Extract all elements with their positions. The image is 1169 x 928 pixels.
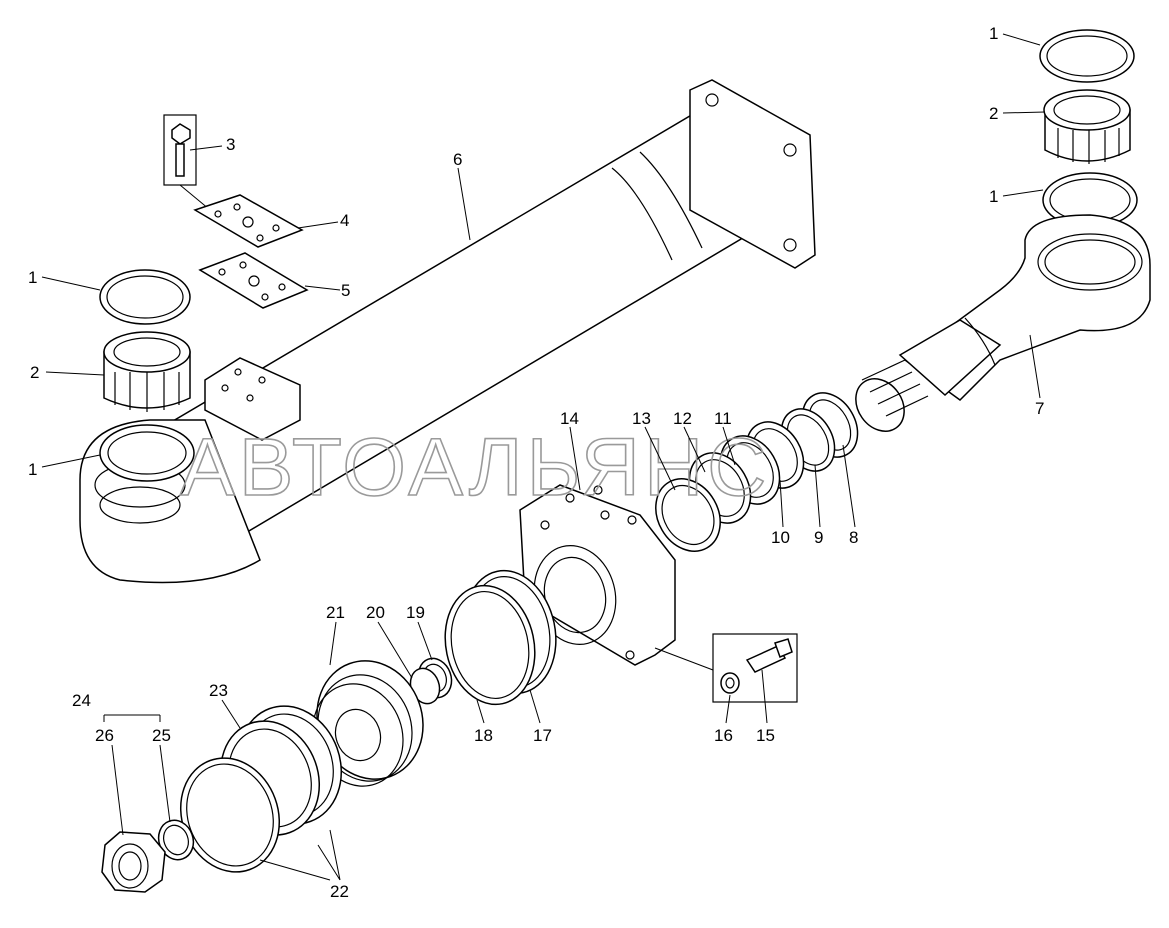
callout-10: 10 <box>771 528 790 547</box>
bearing-2-left <box>103 331 191 412</box>
callout-20: 20 <box>366 603 385 622</box>
piston-rod <box>855 214 1151 432</box>
piston <box>312 660 424 787</box>
callout-23: 23 <box>209 681 228 700</box>
callout-1: 1 <box>989 187 998 206</box>
callout-12: 12 <box>673 409 692 428</box>
bearing-2-right <box>1043 89 1131 164</box>
callout-1: 1 <box>28 460 37 479</box>
callout-11: 11 <box>714 409 732 428</box>
gland-housing <box>519 484 676 666</box>
callout-6: 6 <box>453 150 462 169</box>
callout-1: 1 <box>989 24 998 43</box>
callout-2: 2 <box>30 363 39 382</box>
callout-7: 7 <box>1035 399 1044 418</box>
leader-lines <box>41 33 1046 881</box>
callout-4: 4 <box>340 211 349 230</box>
ring-1-right-top <box>1039 29 1135 83</box>
callout-16: 16 <box>714 726 733 745</box>
watermark: АВТОАЛЬЯНС <box>180 422 770 513</box>
callout-1: 1 <box>28 268 37 287</box>
callout-5: 5 <box>341 281 350 300</box>
callout-22: 22 <box>330 882 349 901</box>
callout-14: 14 <box>560 409 579 428</box>
callout-13: 13 <box>632 409 651 428</box>
callout-26: 26 <box>95 726 114 745</box>
plate-4 <box>193 194 304 248</box>
ring-18 <box>444 584 536 706</box>
callout-21: 21 <box>326 603 345 622</box>
ring-1-left-bottom <box>99 424 195 482</box>
callout-24: 24 <box>72 691 91 710</box>
callout-labels: 1 2 1 3 4 5 6 1 2 1 7 14 13 12 11 10 9 8… <box>28 24 1044 901</box>
seal-13 <box>655 478 721 552</box>
callout-25: 25 <box>152 726 171 745</box>
callout-17: 17 <box>533 726 552 745</box>
callout-9: 9 <box>814 528 823 547</box>
ring-1-left-top <box>99 269 191 325</box>
callout-2: 2 <box>989 104 998 123</box>
plate-5 <box>198 252 309 309</box>
bolt-3 <box>163 114 216 215</box>
fastener-group <box>654 633 798 703</box>
nut-26 <box>101 831 166 893</box>
callout-19: 19 <box>406 603 425 622</box>
callout-8: 8 <box>849 528 858 547</box>
callout-15: 15 <box>756 726 775 745</box>
callout-18: 18 <box>474 726 493 745</box>
callout-3: 3 <box>226 135 235 154</box>
